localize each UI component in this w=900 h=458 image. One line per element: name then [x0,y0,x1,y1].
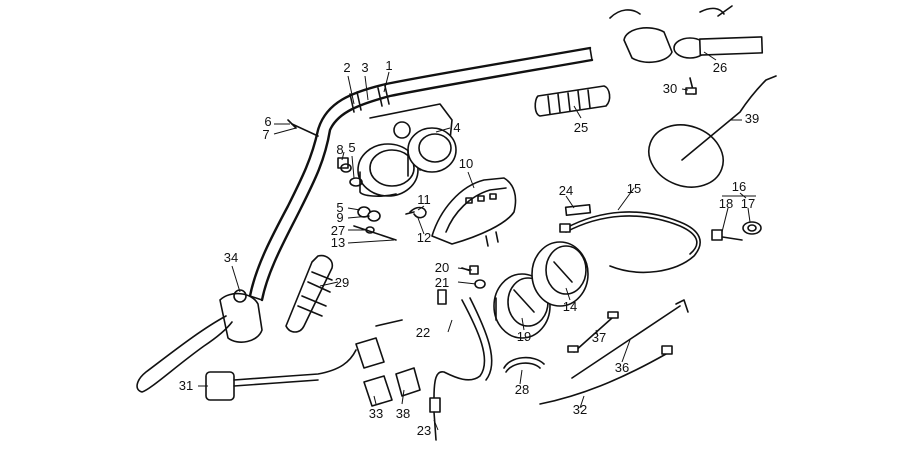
part-mirror [648,75,777,188]
callout-11: 11 [417,192,431,207]
part-wire-36 [571,299,689,379]
part-wire-32 [539,345,673,405]
part-throttle-assembly [609,5,764,64]
callout-25: 25 [574,120,588,135]
callout-27: 27 [331,223,345,238]
callout-30: 30 [663,81,677,96]
part-switch [205,349,357,401]
callout-1: 1 [385,58,392,73]
callout-14: 14 [563,299,577,314]
part-tachometer [531,241,589,307]
part-left-grip [285,254,334,333]
callout-10: 10 [459,156,473,171]
callout-5-lower: 5 [336,200,343,215]
part-cable-connector [564,203,592,217]
callout-29: 29 [335,275,349,290]
part-small-fasteners [287,119,363,187]
part-wire-37 [567,311,619,353]
callout-33: 33 [369,406,383,421]
callout-39: 39 [745,111,759,126]
callout-13: 13 [331,235,345,250]
part-screw-30 [685,77,697,95]
callout-18: 18 [719,196,733,211]
callout-28: 28 [515,382,529,397]
callout-34: 34 [224,250,238,265]
callout-7: 7 [262,127,269,142]
callout-23: 23 [417,423,431,438]
callout-38: 38 [396,406,410,421]
leader-lines [198,51,751,431]
callout-21: 21 [435,275,449,290]
callout-26: 26 [713,60,727,75]
part-right-grip [534,85,611,117]
callout-6: 6 [264,114,271,129]
callout-31: 31 [179,378,193,393]
part-clamps [349,85,390,113]
part-clip [405,206,427,219]
callout-22: 22 [416,325,430,340]
callout-32: 32 [573,402,587,417]
callout-19: 19 [517,329,531,344]
callout-20: 20 [435,260,449,275]
callout-24: 24 [559,183,573,198]
part-clip-ring [503,356,545,373]
part-tacho-cable [429,289,493,441]
part-warning-light-panel [431,177,517,247]
callout-16: 16 [732,179,746,194]
part-cable-end-fittings [711,221,762,241]
callout-9: 9 [336,210,343,225]
part-bolt-assembly [353,206,397,241]
callout-4: 4 [453,120,460,135]
callout-2: 2 [343,60,350,75]
callout-12: 12 [417,230,431,245]
callout-3: 3 [361,60,368,75]
callout-15: 15 [627,181,641,196]
part-speedometer-cable [559,211,701,274]
callout-37: 37 [592,330,606,345]
part-clutch-lever [136,289,263,393]
callout-8: 8 [336,142,343,157]
part-connectors [355,319,421,407]
part-instrument-housing [357,103,457,197]
callout-36: 36 [615,360,629,375]
callout-labels: 1 2 3 4 5 5 6 7 8 9 10 11 12 13 14 15 16… [179,58,759,438]
callout-17: 17 [741,196,755,211]
callout-5-upper: 5 [348,140,355,155]
